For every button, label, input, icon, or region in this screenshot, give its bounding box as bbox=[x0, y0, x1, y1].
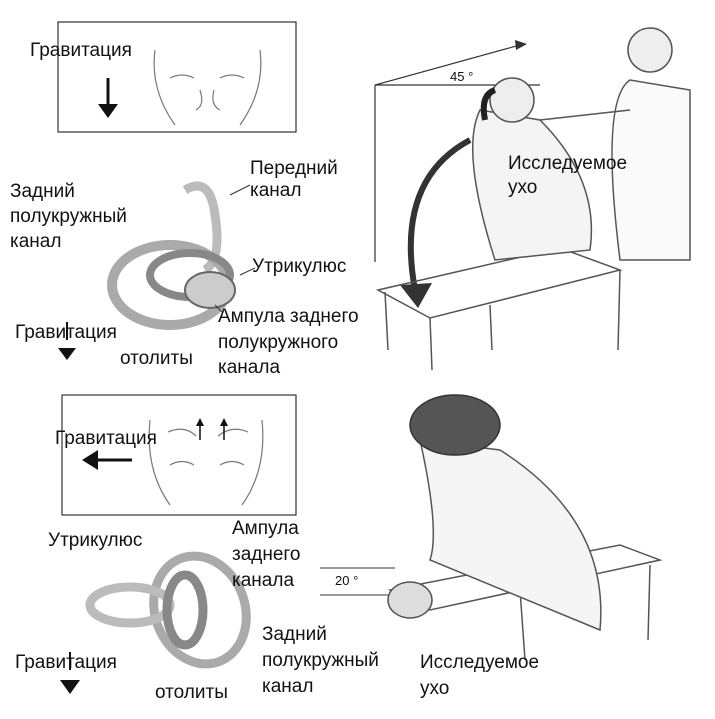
ampulla-label-bottom-1: Ампула bbox=[232, 518, 299, 539]
gravity-label-bottom: Гравитация bbox=[15, 652, 117, 673]
face-box-bottom bbox=[61, 394, 297, 516]
face-bottom bbox=[148, 419, 264, 506]
posterior-canal-label-3: канал bbox=[10, 231, 62, 252]
angle-lines-20 bbox=[320, 567, 395, 596]
angle-45-label: 45 ° bbox=[450, 69, 474, 84]
utricle-label-top: Утрикулюс bbox=[252, 256, 347, 277]
tested-ear-label-bottom-2: ухо bbox=[420, 678, 450, 699]
tested-ear-label-top-2: ухо bbox=[508, 177, 538, 198]
angle-20-label: 20 ° bbox=[335, 573, 359, 588]
ampulla-label-top-3: канала bbox=[218, 357, 281, 378]
anterior-canal-label-2: канал bbox=[250, 180, 302, 201]
gravity-label-bottom-box: Гравитация bbox=[55, 428, 157, 449]
face-box-top bbox=[57, 21, 297, 133]
gravity-label-top: Гравитация bbox=[15, 322, 117, 343]
tested-ear-label-top-1: Исследуемое bbox=[508, 153, 628, 174]
face-top bbox=[153, 49, 262, 126]
utricle-label-bottom: Утрикулюс bbox=[48, 530, 143, 551]
ampulla-label-bottom-2: заднего bbox=[232, 544, 301, 565]
gravity-label-top-box: Гравитация bbox=[30, 40, 132, 61]
ampulla-label-top-1: Ампула заднего bbox=[218, 306, 359, 327]
exam-scene-bottom bbox=[387, 394, 663, 661]
labyrinth-bottom bbox=[85, 551, 251, 669]
posterior-canal-label-bottom-1: Задний bbox=[262, 624, 327, 645]
posterior-canal-label-bottom-3: канал bbox=[262, 676, 314, 697]
otoliths-label-bottom: отолиты bbox=[155, 682, 228, 703]
ampulla-label-bottom-3: канала bbox=[232, 570, 295, 591]
otoliths-label-top: отолиты bbox=[120, 348, 193, 369]
tested-ear-label-bottom-1: Исследуемое bbox=[420, 652, 540, 673]
anterior-canal-label-1: Передний bbox=[250, 158, 338, 179]
exam-scene-top bbox=[375, 27, 691, 371]
posterior-canal-label-1: Задний bbox=[10, 181, 75, 202]
rotation-arrow bbox=[407, 137, 472, 291]
posterior-canal-label-bottom-2: полукружный bbox=[262, 650, 379, 671]
ampulla-label-top-2: полукружного bbox=[218, 332, 339, 353]
labyrinth-top bbox=[107, 181, 236, 330]
posterior-canal-label-2: полукружный bbox=[10, 206, 127, 227]
